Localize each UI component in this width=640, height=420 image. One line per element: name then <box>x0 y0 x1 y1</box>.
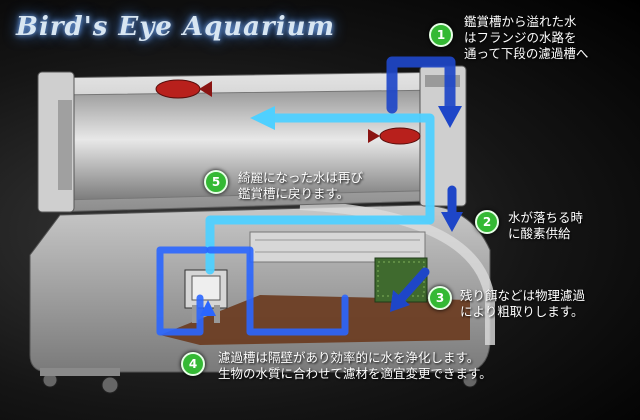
step-1-note: 鑑賞槽から溢れた水 はフランジの水路を 通って下段の濾過槽へ <box>464 14 589 61</box>
overflow-path <box>386 56 463 312</box>
step-4-note: 濾過槽は隔壁があり効率的に水を浄化します。 生物の水質に合わせて濾材を適宜変更で… <box>218 350 492 381</box>
step-3-badge: 3 <box>428 286 452 310</box>
step-5-note: 綺麗になった水は再び 鑑賞槽に戻ります。 <box>238 170 364 201</box>
page-title: Bird's Eye Aquarium <box>16 12 335 42</box>
step-2-note: 水が落ちる時 に酸素供給 <box>508 210 584 241</box>
fish-middle <box>368 127 421 145</box>
step-4-badge: 4 <box>181 352 205 376</box>
caster-wheels <box>40 368 478 394</box>
step-5-badge: 5 <box>204 170 228 194</box>
return-path <box>205 106 435 275</box>
step-3-note: 残り餌などは物理濾過 により粗取りします。 <box>460 288 586 319</box>
step-2-badge: 2 <box>475 210 499 234</box>
step-1-badge: 1 <box>429 23 453 47</box>
fish-top <box>155 79 212 99</box>
return-pump <box>184 269 228 323</box>
filter-chamber-loop <box>156 246 349 336</box>
